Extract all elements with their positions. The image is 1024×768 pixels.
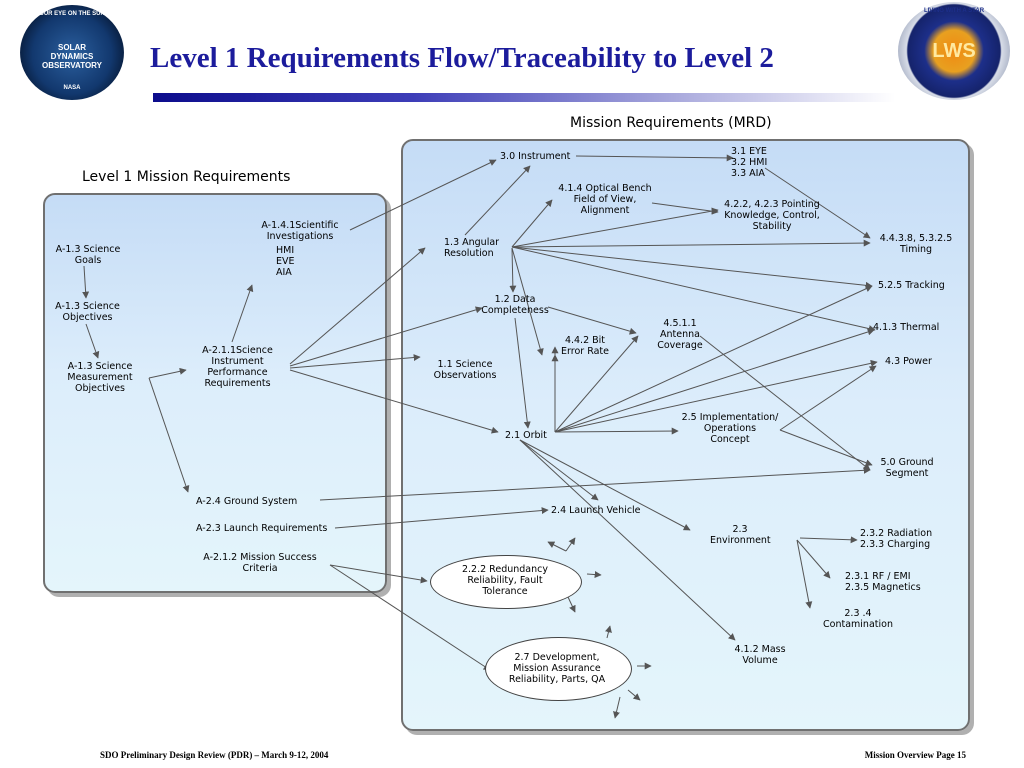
trace-arrow-43 (565, 537, 576, 552)
node-r30-instrument: 3.0 Instrument (500, 151, 571, 162)
trace-arrow-27 (554, 328, 875, 433)
trace-arrow-16 (509, 247, 517, 293)
trace-arrow-4 (289, 306, 483, 367)
mrd-panel (401, 139, 970, 731)
trace-arrow-42 (796, 539, 813, 609)
level1-panel (43, 193, 387, 593)
trace-arrow-6 (289, 369, 499, 434)
trace-arrow-41 (796, 539, 831, 579)
trace-arrow-15 (511, 246, 876, 333)
lws-logo: LWS LIVING WITH A STAR (898, 2, 1010, 100)
trace-arrow-33 (519, 439, 599, 501)
trace-arrow-0 (82, 265, 90, 299)
trace-arrow-1 (85, 323, 100, 359)
sdo-logo-nasa: NASA (63, 85, 81, 91)
trace-arrow-13 (511, 239, 871, 248)
trace-arrow-12 (511, 207, 719, 248)
trace-arrow-7 (148, 367, 187, 379)
sdo-logo: SOLAR DYNAMICS OBSERVATORY OUR EYE ON TH… (20, 5, 124, 100)
trace-arrow-30 (779, 365, 877, 431)
trace-arrow-19 (764, 167, 871, 239)
mission-assurance-ellipse (485, 637, 632, 701)
trace-arrow-10 (464, 165, 531, 236)
trace-arrow-5 (289, 354, 421, 369)
footer-left: SDO Preliminary Design Review (PDR) – Ma… (100, 750, 329, 760)
lws-logo-center: LWS (932, 40, 976, 62)
trace-arrow-36 (319, 466, 871, 501)
trace-arrow-11 (511, 199, 553, 248)
page-title: Level 1 Requirements Flow/Traceability t… (150, 42, 774, 74)
trace-arrow-40 (799, 536, 858, 544)
mrd-panel-title: Mission Requirements (MRD) (570, 115, 772, 131)
trace-arrow-47 (605, 625, 612, 639)
trace-arrow-50 (613, 696, 621, 719)
trace-arrow-20 (651, 202, 719, 215)
trace-arrow-2 (231, 284, 254, 343)
trace-arrow-49 (627, 689, 641, 701)
trace-arrow-34 (519, 439, 691, 531)
node-r21-orbit: 2.1 Orbit (505, 430, 547, 441)
trace-arrow-44 (547, 541, 567, 552)
node-r525-tracking: 5.2.5 Tracking (878, 280, 945, 291)
trace-arrow-45 (586, 571, 602, 579)
trace-arrow-35 (519, 439, 736, 641)
node-r43-power: 4.3 Power (885, 356, 932, 367)
sdo-logo-text: SOLAR DYNAMICS OBSERVATORY (41, 43, 102, 70)
trace-arrow-9 (349, 159, 497, 231)
node-a24-ground-system: A-2.4 Ground System (196, 496, 298, 507)
trace-arrow-32 (699, 335, 871, 471)
sdo-logo-ring-text: OUR EYE ON THE SUN (39, 11, 105, 17)
lws-logo-ring-text: LIVING WITH A STAR (923, 8, 985, 14)
node-r24-launch-vehicle: 2.4 Launch Vehicle (551, 505, 641, 516)
trace-arrow-37 (334, 507, 549, 529)
trace-arrow-3 (289, 247, 426, 365)
trace-arrow-46 (567, 596, 576, 613)
title-underline (153, 93, 895, 102)
node-a23-launch-requirements: A-2.3 Launch Requirements (196, 523, 328, 534)
trace-arrow-8 (148, 377, 190, 493)
trace-arrow-22 (514, 317, 531, 429)
trace-arrow-25 (554, 335, 639, 433)
trace-arrow-38 (329, 564, 428, 584)
trace-arrow-26 (554, 285, 873, 433)
trace-arrow-29 (554, 427, 679, 435)
node-r413-thermal: 4.1.3 Thermal (873, 322, 940, 333)
trace-arrow-17 (511, 247, 544, 356)
trace-arrow-28 (554, 359, 878, 433)
footer-right: Mission Overview Page 15 (864, 750, 966, 760)
trace-arrow-18 (575, 154, 734, 162)
trace-arrow-14 (511, 246, 873, 289)
level1-panel-title: Level 1 Mission Requirements (82, 169, 291, 185)
redundancy-ellipse (430, 555, 582, 609)
trace-arrow-39 (329, 564, 491, 671)
trace-arrow-21 (547, 306, 637, 335)
